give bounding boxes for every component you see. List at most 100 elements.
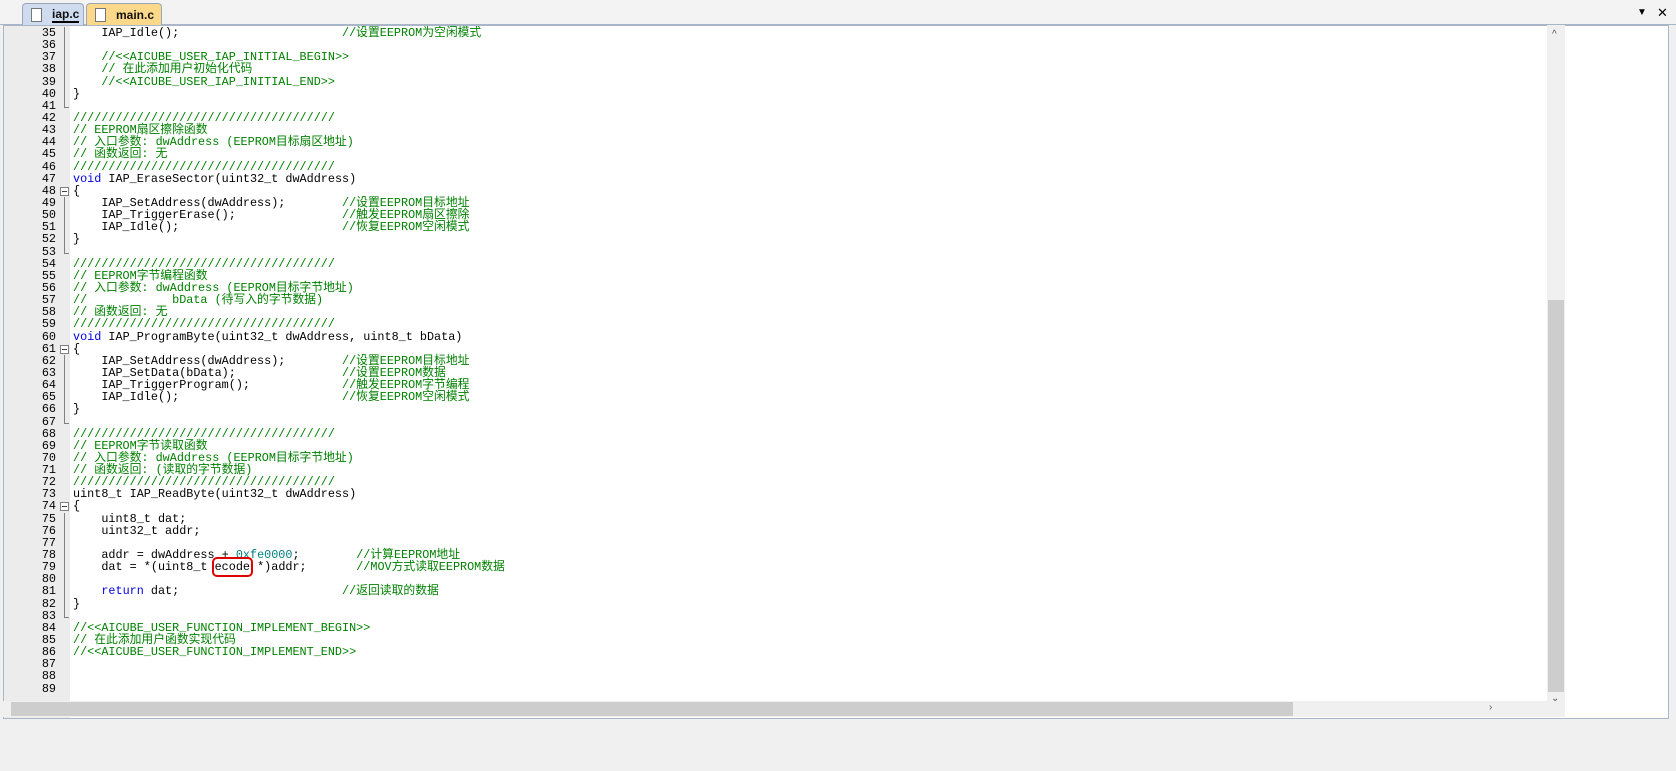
fold-guide — [60, 196, 69, 210]
fold-guide — [60, 99, 69, 112]
fold-collapse-icon[interactable] — [60, 185, 69, 197]
code-comment: //触发EEPROM字节编程 — [342, 378, 470, 393]
tab-list-dropdown-icon[interactable]: ▼ — [1637, 7, 1647, 18]
fold-guide — [60, 536, 69, 550]
code-text: ///////////////////////////////////// — [73, 258, 335, 270]
vertical-scrollbar[interactable]: ^ ⌄ — [1547, 25, 1565, 717]
fold-guide — [60, 524, 69, 537]
code-comment: //设置EEPROM为空闲模式 — [342, 26, 482, 40]
fold-guide — [60, 221, 69, 234]
code-text: } — [73, 233, 80, 245]
code-token: } — [73, 596, 81, 611]
code-comment: //设置EEPROM目标地址 — [342, 353, 470, 368]
line-number: 60 — [41, 329, 56, 344]
line-number: 55 — [41, 268, 56, 283]
code-text: // 函数返回: (读取的字节数据) — [73, 464, 252, 476]
code-comment: ///////////////////////////////////// — [73, 426, 335, 441]
code-token: IAP_Idle(); — [73, 26, 343, 40]
code-comment: // EEPROM字节读取函数 — [73, 438, 208, 453]
file-icon — [95, 7, 106, 22]
line-number: 87 — [41, 657, 56, 672]
code-text: uint8_t IAP_ReadByte(uint32_t dwAddress) — [73, 488, 356, 500]
code-comment: // 函数返回: 无 — [73, 305, 168, 320]
line-number: 42 — [41, 110, 56, 125]
line-number: 76 — [41, 523, 56, 538]
line-number: 81 — [41, 584, 56, 599]
code-comment: //MOV方式读取EEPROM数据 — [356, 560, 505, 575]
code-text: ///////////////////////////////////// — [73, 428, 335, 440]
fold-collapse-icon[interactable] — [60, 343, 69, 355]
fold-guide — [60, 585, 69, 598]
scroll-up-icon[interactable]: ^ — [1552, 29, 1557, 40]
code-token: uint8_t dat; — [73, 511, 187, 526]
line-number: 77 — [41, 535, 56, 550]
code-text: { — [73, 185, 80, 197]
code-text: IAP_SetAddress(dwAddress); //设置EEPROM目标地… — [73, 197, 469, 209]
fold-guide — [60, 415, 69, 428]
line-number: 86 — [41, 645, 56, 660]
line-number: 73 — [41, 487, 56, 502]
code-text: // bData (待写入的字节数据) — [73, 294, 323, 306]
code-comment: //返回读取的数据 — [342, 584, 439, 599]
fold-guide — [60, 75, 69, 88]
code-keyword: void — [73, 171, 102, 186]
line-number: 48 — [41, 183, 56, 198]
fold-guide — [60, 597, 69, 610]
code-token: IAP_SetAddress(dwAddress); — [73, 195, 343, 210]
code-token: IAP_Idle(); — [73, 390, 343, 405]
code-text: // EEPROM字节编程函数 — [73, 270, 208, 282]
line-number: 66 — [41, 402, 56, 417]
line-number: 65 — [41, 390, 56, 405]
tab-iap-c[interactable]: iap.c — [22, 3, 84, 25]
line-number: 35 — [41, 26, 56, 40]
code-token: *)addr; — [250, 560, 357, 575]
code-token: IAP_ProgramByte(uint32_t dwAddress, uint… — [101, 329, 463, 344]
code-text: IAP_Idle(); //设置EEPROM为空闲模式 — [73, 27, 481, 39]
code-text: // EEPROM扇区擦除函数 — [73, 124, 208, 136]
line-number: 43 — [41, 123, 56, 138]
line-number: 39 — [41, 74, 56, 89]
fold-guide — [60, 366, 69, 380]
code-text: // 在此添加用户函数实现代码 — [73, 634, 236, 646]
code-comment: ///////////////////////////////////// — [73, 256, 335, 271]
vertical-scroll-thumb[interactable] — [1548, 300, 1564, 692]
tab-main-c[interactable]: main.c — [86, 3, 162, 25]
line-number: 71 — [41, 463, 56, 478]
file-icon — [31, 7, 42, 22]
fold-guide — [60, 209, 69, 222]
close-icon[interactable]: ✕ — [1657, 5, 1668, 20]
line-number: 64 — [41, 378, 56, 393]
code-text: // 函数返回: 无 — [73, 306, 167, 318]
code-text: IAP_SetData(bData); //设置EEPROM数据 — [73, 367, 446, 379]
code-token: IAP_TriggerErase(); — [73, 208, 343, 223]
highlighted-token: ecode — [211, 557, 254, 578]
code-text: IAP_Idle(); //恢复EEPROM空闲模式 — [73, 221, 469, 233]
fold-guide — [60, 39, 69, 52]
line-number: 49 — [41, 195, 56, 210]
code-text: } — [73, 88, 80, 100]
line-number: 38 — [41, 62, 56, 77]
horizontal-scrollbar[interactable]: › — [3, 701, 1548, 717]
code-text: void IAP_EraseSector(uint32_t dwAddress) — [73, 173, 356, 185]
scroll-down-icon[interactable]: ⌄ — [1551, 693, 1560, 704]
line-number: 44 — [41, 135, 56, 150]
line-number: 46 — [41, 159, 56, 174]
line-number: 80 — [41, 572, 56, 587]
code-comment: //<<AICUBE_USER_FUNCTION_IMPLEMENT_END>> — [73, 645, 357, 660]
scroll-right-icon[interactable]: › — [1489, 702, 1493, 713]
line-number: 68 — [41, 426, 56, 441]
line-number: 47 — [41, 171, 56, 186]
line-number: 52 — [41, 232, 56, 247]
code-text: // EEPROM字节读取函数 — [73, 440, 208, 452]
code-token: uint32_t addr; — [73, 523, 201, 538]
code-text: uint8_t dat; — [73, 513, 186, 525]
fold-guide — [60, 549, 69, 562]
code-token: addr = dwAddress + — [73, 548, 236, 563]
line-number: 51 — [41, 220, 56, 235]
line-number: 37 — [41, 50, 56, 65]
fold-collapse-icon[interactable] — [60, 500, 69, 512]
code-token: IAP_TriggerProgram(); — [73, 378, 343, 393]
horizontal-scroll-thumb[interactable] — [11, 702, 1293, 716]
line-number: 85 — [41, 633, 56, 648]
